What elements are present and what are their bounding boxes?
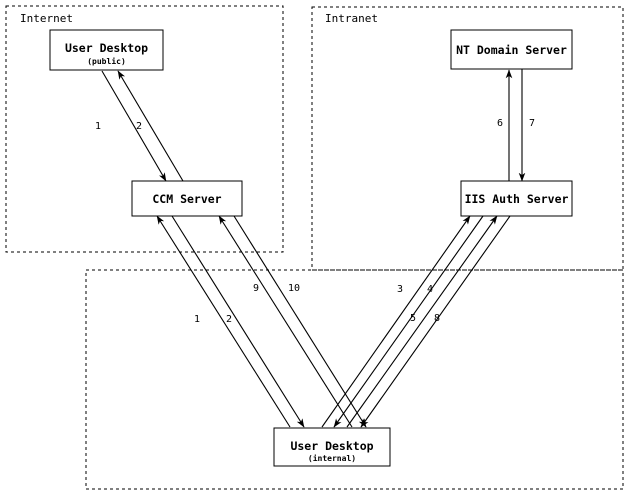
step-label-1-internal: 1	[194, 314, 200, 325]
flow-line-2-public-response	[117, 70, 184, 182]
flow-line-8-auth-response	[360, 215, 511, 428]
step-label-7: 7	[529, 118, 535, 129]
node-nt-domain-server-label: NT Domain Server	[456, 43, 567, 57]
flow-line-2-internal-response	[171, 215, 305, 428]
step-label-2-public: 2	[136, 121, 142, 132]
flow-line-1-internal-request	[156, 215, 291, 428]
node-nt-domain-server[interactable]: NT Domain Server	[450, 29, 573, 70]
node-iis-auth-server-label: IIS Auth Server	[465, 192, 569, 206]
node-user-desktop-internal-sublabel: (internal)	[308, 453, 356, 463]
node-iis-auth-server-box[interactable]	[460, 180, 573, 217]
node-ccm-server[interactable]: CCM Server	[131, 180, 243, 217]
node-nt-domain-server-box[interactable]	[450, 29, 573, 70]
node-user-desktop-internal[interactable]: User Desktop (internal)	[273, 427, 391, 467]
flow-line-1-public-request	[101, 70, 167, 182]
step-label-4: 4	[427, 284, 433, 295]
step-label-9: 9	[253, 283, 259, 294]
step-label-8: 8	[434, 313, 440, 324]
node-iis-auth-server[interactable]: IIS Auth Server	[460, 180, 573, 217]
step-label-6: 6	[497, 118, 503, 129]
node-user-desktop-public[interactable]: User Desktop (public)	[49, 29, 164, 71]
step-label-5: 5	[410, 313, 416, 324]
zone-boundary-internet	[5, 5, 284, 253]
node-user-desktop-public-label: User Desktop	[65, 41, 148, 55]
flow-line-5-auth-request	[346, 215, 498, 428]
node-user-desktop-internal-box[interactable]	[273, 427, 391, 467]
step-label-10: 10	[288, 283, 300, 294]
zone-label-internet: Internet	[20, 12, 73, 25]
step-label-3: 3	[397, 284, 403, 295]
step-label-1-public: 1	[95, 121, 101, 132]
flow-line-3-auth-request	[321, 215, 471, 428]
flow-line-10-internal-response	[233, 215, 367, 428]
zone-boundary-intranet	[311, 6, 624, 271]
step-label-2-internal: 2	[226, 314, 232, 325]
flow-line-9-internal-request	[218, 215, 353, 428]
zone-label-intranet: Intranet	[325, 12, 378, 25]
node-user-desktop-internal-label: User Desktop	[290, 439, 373, 453]
node-ccm-server-label: CCM Server	[152, 192, 221, 206]
node-user-desktop-public-sublabel: (public)	[87, 56, 126, 66]
flow-line-4-auth-response	[333, 215, 484, 428]
node-user-desktop-public-box[interactable]	[49, 29, 164, 71]
node-ccm-server-box[interactable]	[131, 180, 243, 217]
